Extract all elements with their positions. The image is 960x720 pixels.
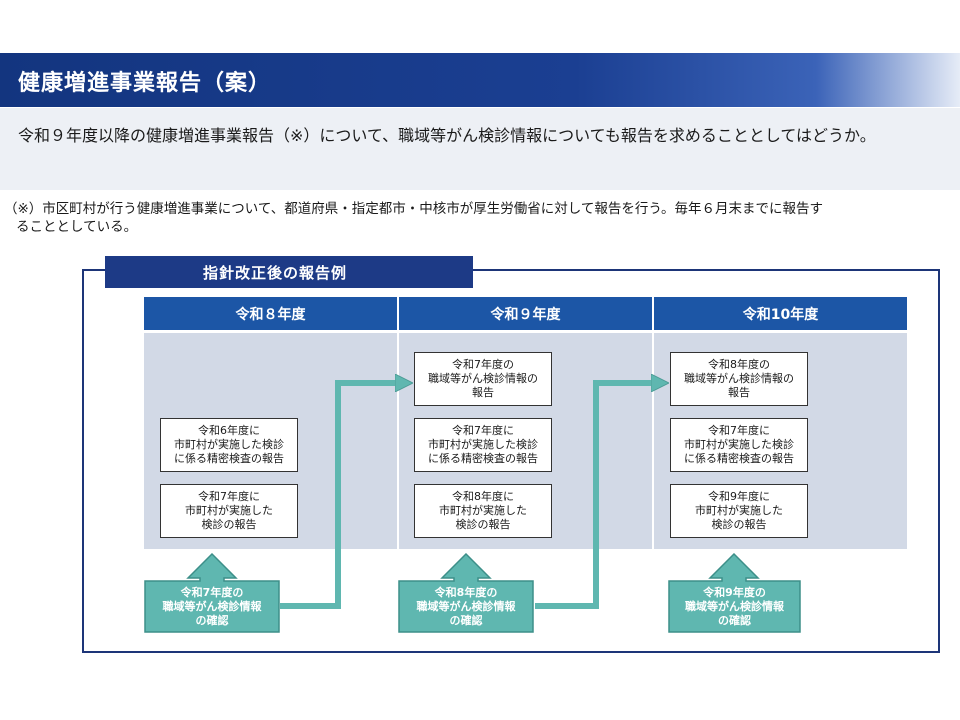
diagram-label: 指針改正後の報告例 [105,256,473,288]
arrow-r9-to-r10 [535,383,660,609]
lead-text: 令和９年度以降の健康増進事業報告（※）について、職域等がん検診情報についても報告… [18,126,876,145]
diagram-label-text: 指針改正後の報告例 [203,264,348,282]
footnote-line-1: （※）市区町村が行う健康増進事業について、都道府県・指定都市・中核市が厚生労働省… [4,201,824,217]
report-box: 令和7年度に市町村が実施した検診に係る精密検査の報告 [670,418,808,472]
report-box: 令和7年度に市町村が実施した検診に係る精密検査の報告 [414,418,552,472]
report-box: 令和6年度に市町村が実施した検診に係る精密検査の報告 [160,418,298,472]
report-box: 令和9年度に市町村が実施した検診の報告 [670,484,808,538]
lead-box: 令和９年度以降の健康増進事業報告（※）について、職域等がん検診情報についても報告… [0,108,960,190]
column-header-r8: 令和８年度 [144,297,397,330]
report-box: 令和7年度に市町村が実施した検診の報告 [160,484,298,538]
report-box: 令和8年度の職域等がん検診情報の報告 [670,352,808,406]
title-bar: 健康増進事業報告（案） [0,53,960,107]
report-box: 令和7年度の職域等がん検診情報の報告 [414,352,552,406]
confirm-arrow-r8: 令和7年度の職域等がん検診情報の確認 [144,553,280,633]
report-box: 令和8年度に市町村が実施した検診の報告 [414,484,552,538]
diagram-frame [82,269,940,653]
page-title: 健康増進事業報告（案） [18,71,272,96]
confirm-arrow-r9: 令和8年度の職域等がん検診情報の確認 [398,553,534,633]
footnote-line-2: ることとしている。 [16,219,138,235]
column-header-r9: 令和９年度 [399,297,652,330]
arrow-r8-to-r9 [280,383,404,609]
footnote: （※）市区町村が行う健康増進事業について、都道府県・指定都市・中核市が厚生労働省… [4,200,959,236]
confirm-arrow-r10: 令和9年度の職域等がん検診情報の確認 [668,553,801,633]
column-header-r10: 令和10年度 [654,297,907,330]
